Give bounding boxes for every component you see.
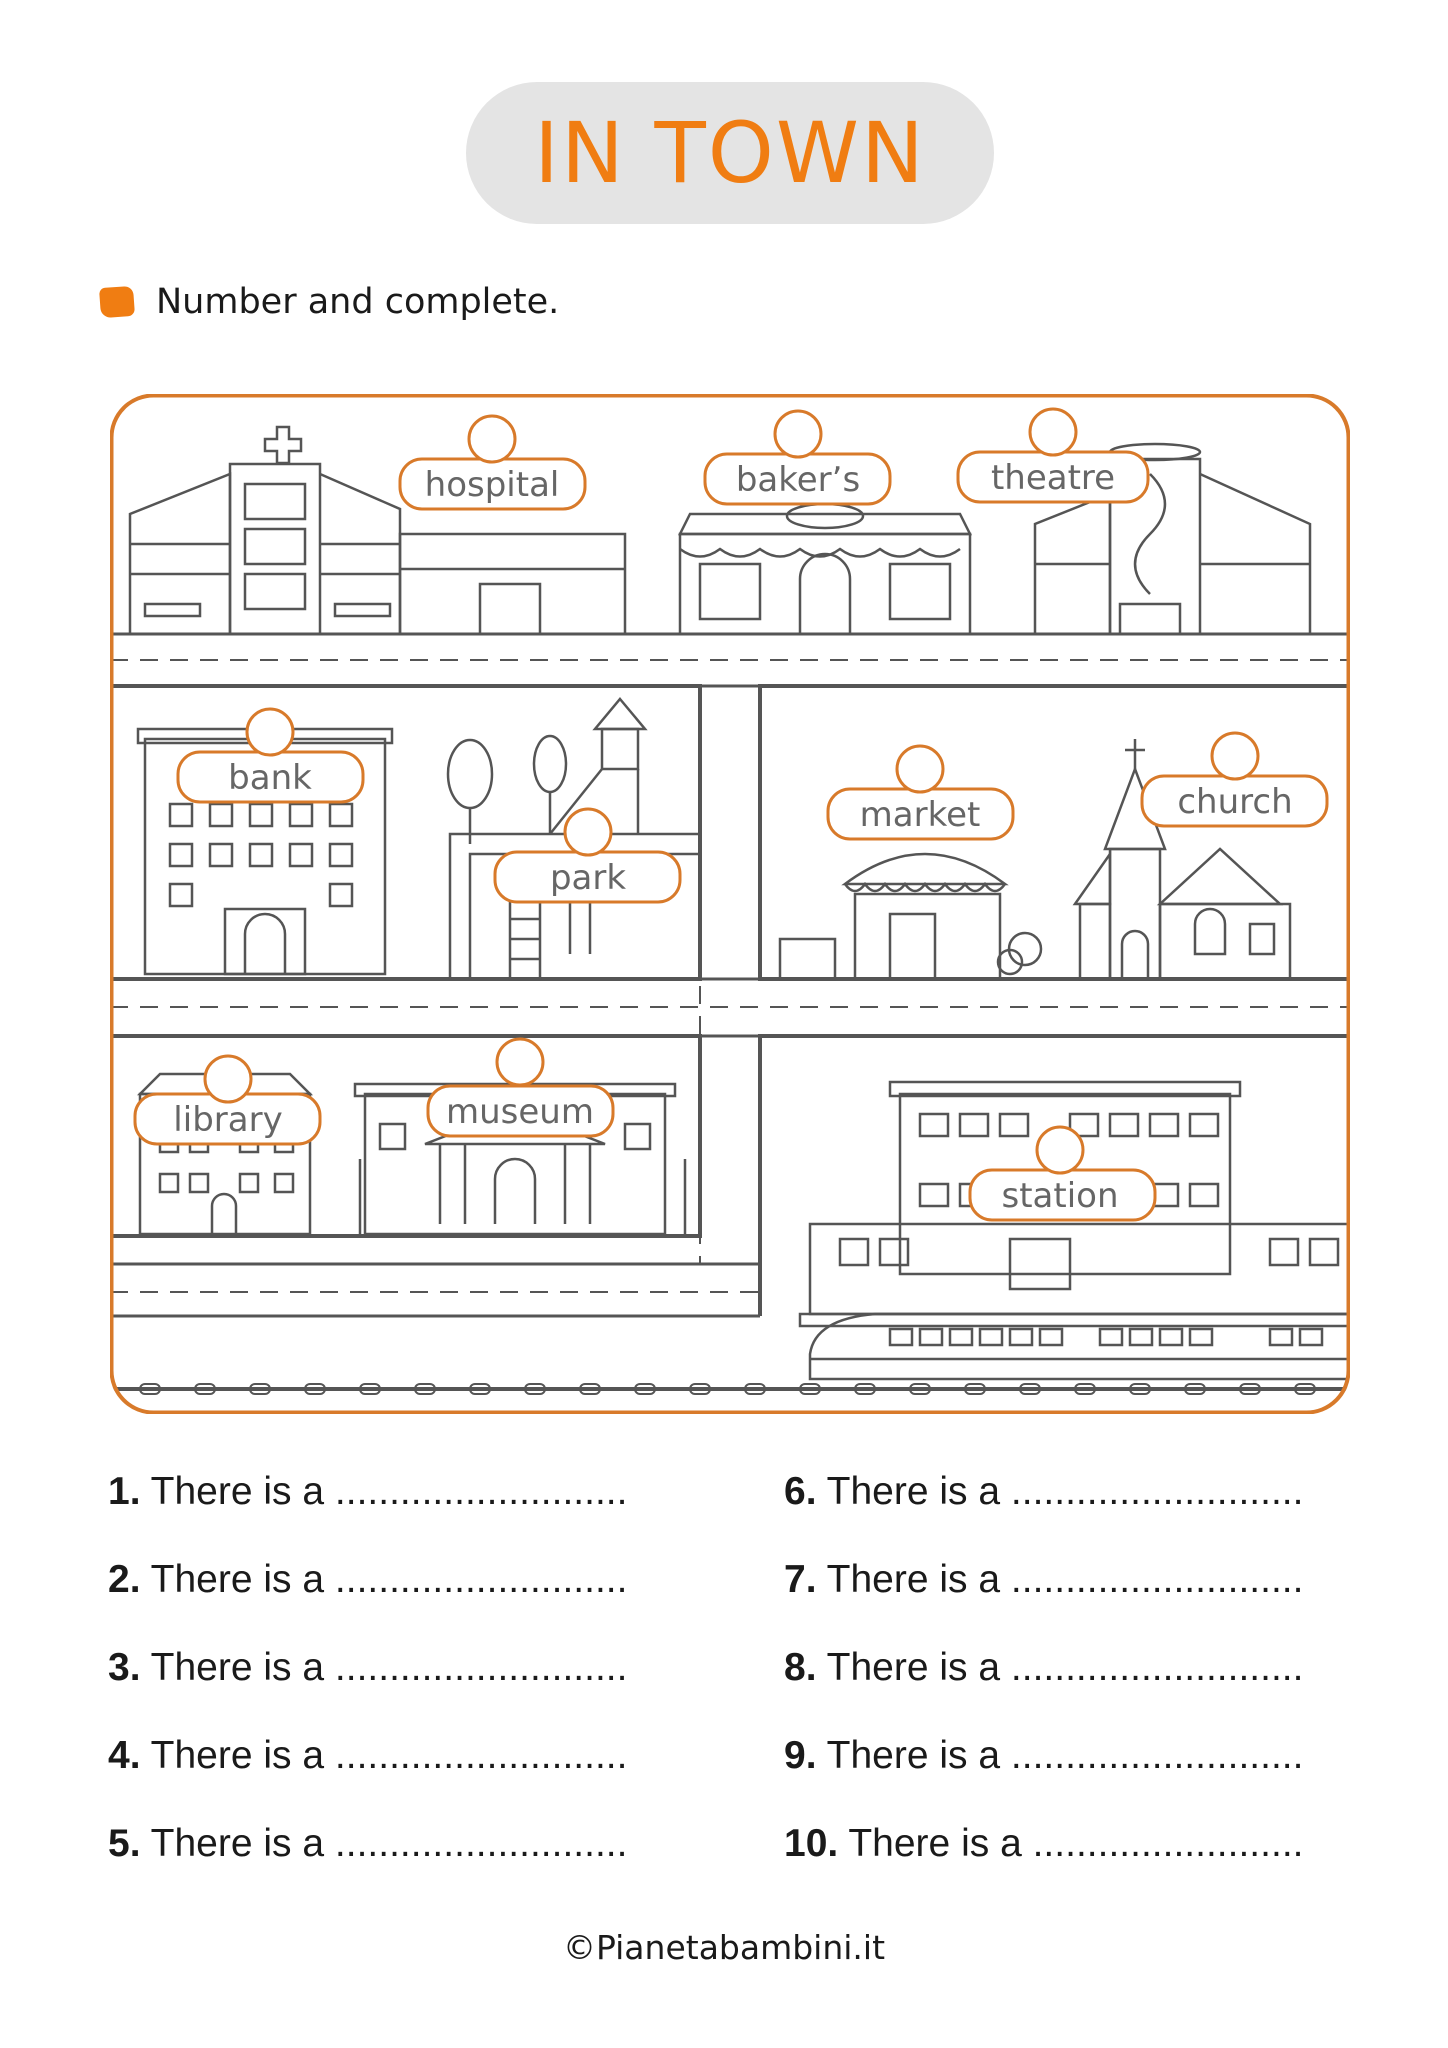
label-market: market: [826, 744, 1015, 841]
label-hospital: hospital: [398, 414, 587, 511]
label-text: park: [550, 858, 626, 898]
label-text: library: [173, 1100, 282, 1140]
theatre-building: [1033, 442, 1312, 636]
exercise-line[interactable]: 6. There is a ..........................…: [784, 1470, 1304, 1513]
label-station: station: [968, 1125, 1157, 1222]
label-text: bank: [228, 758, 312, 798]
label-park: park: [493, 807, 682, 904]
label-text: hospital: [425, 465, 560, 505]
exercise-line[interactable]: 5. There is a ..........................…: [108, 1822, 628, 1865]
bakery-building: [677, 502, 973, 636]
label-text: theatre: [991, 458, 1115, 498]
copyright-footer: ©Pianetabambini.it: [562, 1928, 886, 1967]
number-circle[interactable]: [1210, 731, 1260, 781]
exercise-line[interactable]: 3. There is a ..........................…: [108, 1646, 628, 1689]
exercise-line[interactable]: 2. There is a ..........................…: [108, 1558, 628, 1601]
town-illustration: hospital baker’s theatre bank park marke…: [110, 394, 1350, 1414]
number-circle[interactable]: [495, 1037, 545, 1087]
number-circle[interactable]: [245, 707, 295, 757]
train: [808, 1312, 1350, 1381]
label-text: market: [860, 795, 981, 835]
number-circle[interactable]: [563, 807, 613, 857]
label-museum: museum: [426, 1037, 615, 1138]
exercise-line[interactable]: 9. There is a ..........................…: [784, 1734, 1304, 1777]
exercise-line[interactable]: 7. There is a ..........................…: [784, 1558, 1304, 1601]
number-circle[interactable]: [203, 1054, 253, 1104]
exercise-line[interactable]: 4. There is a ..........................…: [108, 1734, 628, 1777]
scene-frame: [110, 394, 1350, 1414]
number-circle[interactable]: [773, 409, 823, 459]
number-circle[interactable]: [1028, 407, 1078, 457]
instruction-text: Number and complete.: [156, 282, 560, 322]
label-text: baker’s: [736, 460, 860, 500]
hospital-building: [128, 425, 627, 636]
label-bank: bank: [176, 707, 365, 804]
label-library: library: [133, 1054, 322, 1146]
number-circle[interactable]: [1035, 1125, 1085, 1175]
label-text: station: [1001, 1176, 1118, 1216]
number-circle[interactable]: [895, 744, 945, 794]
label-theatre: theatre: [956, 407, 1150, 504]
title-banner: IN TOWN: [466, 82, 994, 224]
exercise-line[interactable]: 10. There is a .........................: [784, 1822, 1304, 1865]
page-title: IN TOWN: [534, 104, 926, 202]
orange-bullet-icon: [98, 285, 136, 319]
exercise-line[interactable]: 1. There is a ..........................…: [108, 1470, 628, 1513]
label-church: church: [1140, 731, 1329, 828]
market-building: [778, 852, 1043, 981]
instruction: Number and complete.: [98, 282, 560, 322]
label-bakers: baker’s: [703, 409, 892, 506]
label-text: museum: [446, 1092, 594, 1132]
exercise-line[interactable]: 8. There is a ..........................…: [784, 1646, 1304, 1689]
number-circle[interactable]: [467, 414, 517, 464]
label-text: church: [1177, 782, 1292, 822]
